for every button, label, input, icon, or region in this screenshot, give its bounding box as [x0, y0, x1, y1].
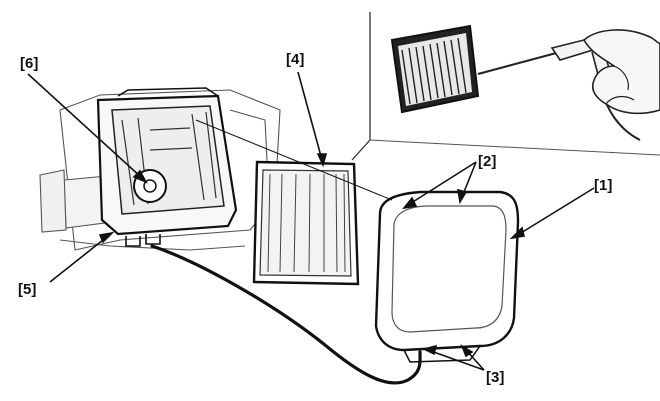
air-cleaner-housing-icon: [96, 87, 238, 247]
drain-tube-icon: [150, 244, 422, 385]
callout-label-4: [4]: [286, 51, 305, 68]
callout-label-5: [5]: [18, 281, 37, 298]
callout-label-2: [2]: [478, 153, 497, 170]
hand-icon: [582, 29, 660, 115]
callout-label-6: [6]: [20, 55, 39, 72]
air-cleaner-cover-icon: [374, 190, 520, 363]
callout-label-3: [3]: [486, 369, 505, 386]
filter-element-icon: [252, 160, 360, 286]
callout-label-1: [1]: [594, 177, 613, 194]
air-filter-element-icon: [390, 24, 480, 114]
leader-lines: [27, 71, 595, 371]
inset-panel: [351, 12, 660, 161]
